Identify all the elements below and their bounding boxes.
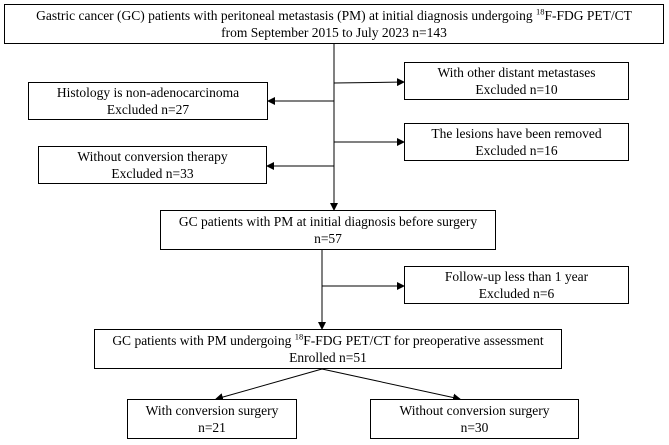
exclusion-reason: Histology is non-adenocarcinoma (56, 85, 240, 100)
initial-cohort-line1: Gastric cancer (GC) patients with perito… (36, 6, 632, 23)
initial-cohort-box: Gastric cancer (GC) patients with perito… (4, 4, 664, 44)
group-count: n=30 (460, 420, 489, 435)
without-conversion-surgery-box: Without conversion surgery n=30 (370, 399, 579, 439)
exclusion-non-adenocarcinoma-box: Histology is non-adenocarcinoma Excluded… (28, 82, 268, 120)
exclusion-reason: Without conversion therapy (77, 149, 228, 164)
superscript-18: 18 (294, 331, 304, 342)
with-conversion-surgery-box: With conversion surgery n=21 (127, 399, 297, 439)
exclusion-reason: Follow-up less than 1 year (444, 269, 589, 284)
arrow-to-with-conversion (215, 368, 323, 401)
enrolled-cohort-box: GC patients with PM undergoing 18F-FDG P… (94, 329, 562, 369)
enrolled-cohort-line1: GC patients with PM undergoing 18F-FDG P… (112, 331, 544, 348)
before-surgery-label: GC patients with PM at initial diagnosis… (178, 214, 478, 229)
superscript-18: 18 (536, 6, 545, 17)
group-label: With conversion surgery (145, 403, 279, 418)
exclusion-lesions-removed-box: The lesions have been removed Excluded n… (404, 123, 629, 161)
exclusion-count: Excluded n=33 (111, 166, 194, 181)
exclusion-no-conversion-box: Without conversion therapy Excluded n=33 (38, 146, 267, 184)
exclusion-count: Excluded n=10 (475, 82, 558, 97)
exclusion-follow-up-box: Follow-up less than 1 year Excluded n=6 (404, 266, 629, 304)
before-surgery-box: GC patients with PM at initial diagnosis… (160, 210, 496, 250)
arrow-to-without-conversion (321, 368, 461, 402)
exclusion-count: Excluded n=27 (106, 102, 190, 117)
exclusion-distant-metastases-box: With other distant metastases Excluded n… (404, 62, 629, 100)
initial-cohort-line2: from September 2015 to July 2023 n=143 (221, 25, 447, 40)
exclusion-count: Excluded n=16 (475, 143, 558, 158)
exclusion-reason: The lesions have been removed (431, 126, 602, 141)
exclusion-count: Excluded n=6 (478, 286, 555, 301)
enrolled-cohort-count: Enrolled n=51 (289, 350, 367, 365)
before-surgery-count: n=57 (314, 231, 342, 246)
group-label: Without conversion surgery (399, 403, 550, 418)
group-count: n=21 (198, 420, 226, 435)
exclusion-reason: With other distant metastases (437, 65, 596, 80)
arrow-to-distant-metastases (333, 78, 405, 87)
